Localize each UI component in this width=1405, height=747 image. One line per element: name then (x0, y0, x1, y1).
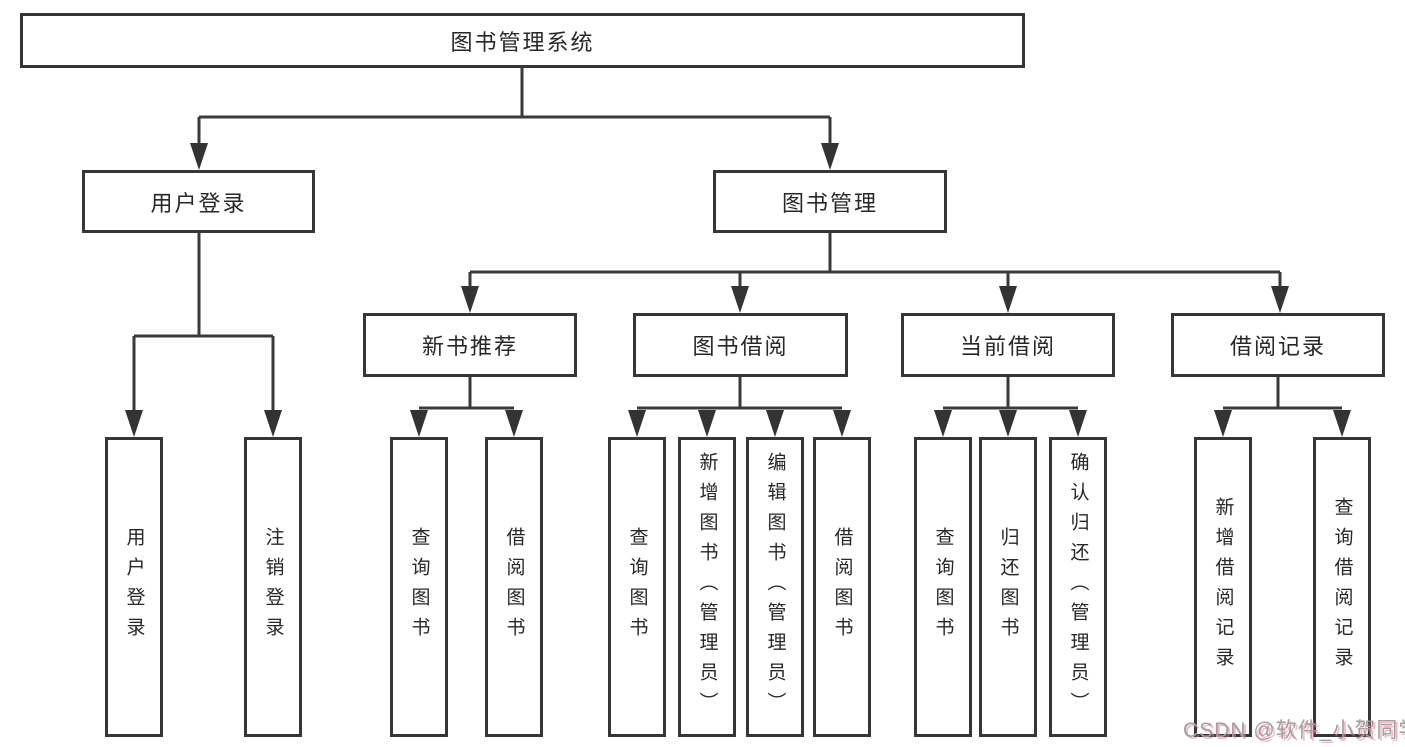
edge-root-to-level2 (197, 68, 832, 144)
leaf-rec-borrow-books: 借阅图书 (485, 437, 543, 737)
node-book-borrowing: 图书借阅 (633, 313, 848, 377)
leaf-rec-query-books: 查询图书 (390, 437, 448, 737)
edge-newrec-to-leaves (419, 377, 514, 410)
leaf-borrow-query-books: 查询图书 (608, 437, 666, 737)
leaf-logout: 注销登录 (244, 437, 302, 737)
leaf-records-add-record: 新增借阅记录 (1194, 437, 1252, 737)
node-borrowing-records: 借阅记录 (1171, 313, 1385, 377)
edge-userlogin-to-leaves (132, 233, 275, 411)
node-root: 图书管理系统 (20, 13, 1025, 68)
leaf-current-confirm-return-admin: 确认归还（管理员） (1049, 437, 1107, 737)
edge-bookmgmt-to-level3 (468, 233, 1282, 287)
leaf-user-login: 用户登录 (105, 437, 163, 737)
node-current-borrowing: 当前借阅 (901, 313, 1115, 377)
leaf-borrow-add-books-admin: 新增图书（管理员） (678, 437, 736, 737)
csdn-watermark: CSDN @软件_小贺同学 (1183, 719, 1405, 742)
edge-current-to-leaves (943, 377, 1078, 410)
edge-records-to-leaves (1223, 377, 1342, 410)
leaf-borrow-borrow-books: 借阅图书 (813, 437, 871, 737)
node-new-book-recommend: 新书推荐 (363, 313, 577, 377)
leaf-current-return-books: 归还图书 (979, 437, 1037, 737)
leaf-borrow-edit-books-admin: 编辑图书（管理员） (746, 437, 804, 737)
arrowheads (125, 143, 1351, 437)
node-book-management: 图书管理 (713, 170, 947, 233)
leaf-current-query-books: 查询图书 (914, 437, 972, 737)
leaf-records-query-record: 查询借阅记录 (1313, 437, 1371, 737)
edge-borrow-to-leaves (637, 377, 842, 410)
node-user-login: 用户登录 (82, 170, 315, 233)
